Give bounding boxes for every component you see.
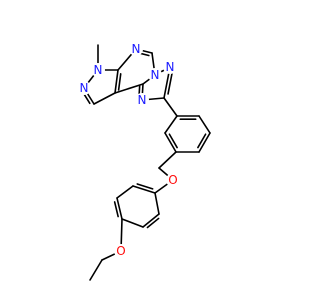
atom-o-ether: O <box>166 173 180 187</box>
bond-p5-p6 <box>142 213 160 228</box>
bond-b5-ch2 <box>158 151 177 169</box>
bond-b3-b4 <box>198 132 211 153</box>
atom-n-fused-label: N <box>151 68 160 82</box>
bond-c4-c3a <box>114 83 144 94</box>
atom-layer: N N N N N N O O <box>77 42 180 258</box>
bond-p6-p1 <box>154 192 160 215</box>
atom-o-ether-label: O <box>168 173 177 187</box>
atom-o-ethoxy: O <box>114 244 128 258</box>
bond-e1-e2 <box>89 259 103 281</box>
atom-n-pyrazole-label: N <box>80 81 89 95</box>
bond-c3a-c7a-double <box>117 73 122 91</box>
bond-b3-b4-double <box>197 133 207 149</box>
bond-p2-p3 <box>116 185 134 199</box>
atom-n-methyl-label: N <box>94 63 103 77</box>
bond-layer <box>81 44 211 281</box>
bond-p5-p6-double <box>146 217 160 229</box>
bond-c2-b1 <box>163 97 178 117</box>
atom-n-methyl: N <box>91 63 105 77</box>
atom-n-fused: N <box>148 68 162 82</box>
atom-n-pyrazole: N <box>77 81 91 95</box>
bond-p3-p4 <box>116 197 123 220</box>
bond-p4-p5 <box>121 218 144 228</box>
bond-b5-b6-double <box>168 133 178 149</box>
bond-b6-b1 <box>164 115 178 134</box>
atom-o-ethoxy-label: O <box>116 244 125 258</box>
atom-n-triazole-bottom-label: N <box>138 93 147 107</box>
atom-n-pyrimidine: N <box>129 42 143 56</box>
bond-c3-c3a <box>93 92 116 105</box>
bond-p3-p4-double <box>113 201 119 218</box>
bond-p1-p2 <box>132 185 156 194</box>
bond-p1-p2-double <box>136 183 154 190</box>
bond-b5-b6 <box>164 132 177 153</box>
bond-c2-n1t-double <box>167 71 174 95</box>
atom-n-triazole-top-label: N <box>166 60 175 74</box>
bond-c3a-c7a <box>114 69 119 94</box>
molecule-structure: N N N N N N O O <box>77 42 211 281</box>
atom-n-pyrimidine-label: N <box>132 42 141 56</box>
bond-b2-b3 <box>198 115 211 134</box>
atom-n-triazole-bottom: N <box>135 93 149 107</box>
atom-n-triazole-top: N <box>163 60 177 74</box>
